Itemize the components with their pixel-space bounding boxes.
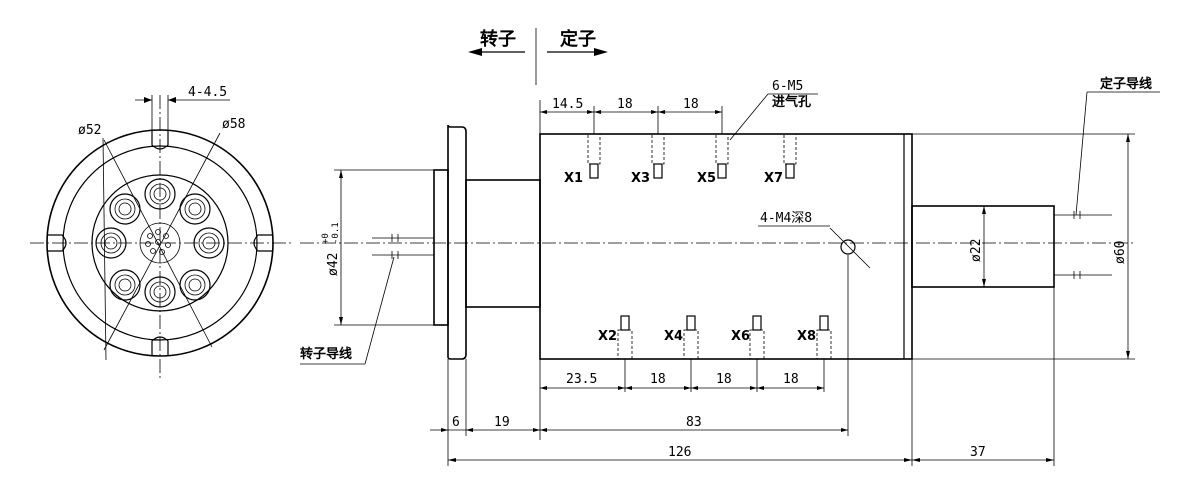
side-view — [300, 124, 1135, 360]
d58-label: ø58 — [222, 117, 245, 132]
tail-section — [911, 205, 1055, 288]
dim-bot-18a: 18 — [650, 372, 666, 387]
direction-indicator: 转子 定子 — [468, 28, 608, 85]
dim-top-18b: 18 — [683, 97, 699, 112]
rotor-neck — [465, 179, 541, 308]
d42-label: ø42 — [326, 253, 341, 276]
dim-19: 19 — [494, 415, 510, 430]
flange — [447, 124, 467, 360]
dim-14-5: 14.5 — [552, 97, 583, 112]
port-x5: X5 — [697, 171, 716, 186]
dim-37: 37 — [970, 445, 986, 460]
port-x8: X8 — [797, 329, 816, 344]
dim-bot-18b: 18 — [716, 372, 732, 387]
air-inlet-label: 进气孔 — [772, 94, 811, 110]
fitting-holes — [95, 178, 225, 308]
rotor-direction-label: 转子 — [480, 28, 516, 50]
d60-label: ø60 — [1113, 241, 1128, 264]
dim-top-18a: 18 — [617, 97, 633, 112]
port-x1: X1 — [564, 171, 583, 186]
dim-126: 126 — [668, 445, 691, 460]
leader-labels: 定子导线 转子导线 — [300, 76, 1160, 365]
dim-23-5: 23.5 — [566, 372, 597, 387]
d42-tol-upper: +0 — [321, 233, 331, 244]
dim-83: 83 — [686, 415, 702, 430]
slot-dim-label: 4-4.5 — [188, 85, 227, 100]
center-wires — [139, 222, 181, 264]
d52-label: ø52 — [78, 123, 101, 138]
end-view: 4-4.5 ø52 ø58 — [30, 85, 292, 378]
mount-hole-label: 4-M4深8 — [760, 211, 812, 226]
stator-lead-label: 定子导线 — [1099, 76, 1152, 92]
port-x2: X2 — [598, 329, 617, 344]
diameter-dimensions: ø42 +0 -0.1 ø22 ø60 — [321, 133, 1135, 360]
rotor-lead-label: 转子导线 — [300, 346, 352, 362]
port-x4: X4 — [664, 329, 683, 344]
rotor-hub — [433, 169, 449, 326]
stator-direction-label: 定子 — [560, 28, 596, 50]
port-x6: X6 — [731, 329, 750, 344]
port-x3: X3 — [631, 171, 650, 186]
d22-label: ø22 — [969, 239, 984, 262]
thread-label: 6-M5 — [772, 79, 803, 94]
port-x7: X7 — [764, 171, 783, 186]
dim-bot-18c: 18 — [783, 372, 799, 387]
dim-6: 6 — [452, 415, 460, 430]
d42-tol-lower: -0.1 — [331, 222, 341, 244]
bottom-dimensions: 23.5 18 18 18 6 19 83 126 37 — [430, 255, 1055, 466]
mount-hole — [840, 239, 856, 255]
top-dimensions: 14.5 18 18 6-M5 进气孔 — [539, 79, 818, 141]
